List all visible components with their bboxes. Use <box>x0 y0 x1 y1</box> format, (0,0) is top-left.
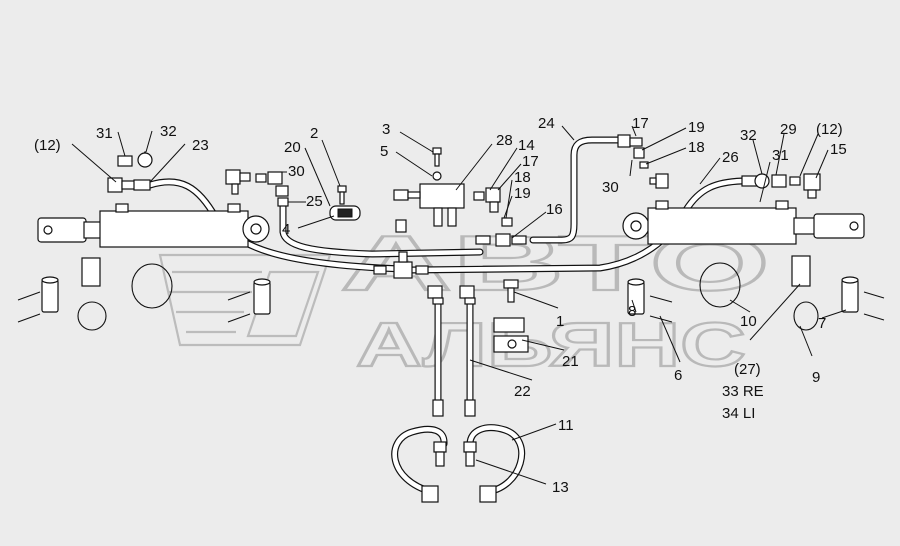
callout-19-center: 19 <box>514 185 531 202</box>
callout-19-right: 19 <box>688 119 705 136</box>
tee-fitting <box>393 261 413 279</box>
callout-4: 4 <box>282 221 290 238</box>
elbow-12-left <box>107 177 123 193</box>
elbow-15 <box>803 173 821 191</box>
callout-7: 7 <box>818 315 826 332</box>
callout-1: 1 <box>556 313 564 330</box>
callout-24: 24 <box>538 115 555 132</box>
callout-18-right: 18 <box>688 139 705 156</box>
callout-33-re: 33 RE <box>722 383 764 400</box>
callout-labels: (12) 31 32 23 2 20 30 25 4 3 5 28 14 17 … <box>34 115 847 496</box>
callout-21: 21 <box>562 353 579 370</box>
coupler-13-left <box>433 441 447 453</box>
callout-22: 22 <box>514 383 531 400</box>
callout-11: 11 <box>558 417 574 434</box>
fittings <box>107 134 821 503</box>
callout-30-right: 30 <box>602 179 619 196</box>
callout-31-right: 31 <box>772 147 789 164</box>
callout-3: 3 <box>382 121 390 138</box>
callout-23: 23 <box>192 137 209 154</box>
callout-31-left: 31 <box>96 125 113 142</box>
callout-20: 20 <box>284 139 301 156</box>
callout-5: 5 <box>380 143 388 160</box>
callout-2: 2 <box>310 125 318 142</box>
callout-28: 28 <box>496 132 513 149</box>
callout-16: 16 <box>546 201 563 218</box>
callout-26: 26 <box>722 149 739 166</box>
callout-30-left: 30 <box>288 163 305 180</box>
loose-parts <box>17 255 885 331</box>
watermark-logo <box>158 253 332 347</box>
callout-15: 15 <box>830 141 847 158</box>
callout-32-right: 32 <box>740 127 757 144</box>
callout-18-center: 18 <box>514 169 531 186</box>
left-cylinder <box>37 203 270 248</box>
callout-17-right: 17 <box>632 115 649 132</box>
callout-6: 6 <box>674 367 682 384</box>
fitting-31-left <box>117 155 133 167</box>
callout-8: 8 <box>628 303 636 320</box>
coupler-13-right <box>463 441 477 453</box>
fitting-29 <box>771 174 787 188</box>
callout-32-left: 32 <box>160 123 177 140</box>
callout-10: 10 <box>740 313 757 330</box>
callout-29: 29 <box>780 121 797 138</box>
callout-17-center: 17 <box>522 153 539 170</box>
callout-27: (27) <box>734 361 761 378</box>
right-cylinder <box>622 200 865 245</box>
clamp-21-top <box>493 317 525 333</box>
callout-34-li: 34 LI <box>722 405 755 422</box>
callout-13: 13 <box>552 479 569 496</box>
callout-25: 25 <box>306 193 323 210</box>
callout-9: 9 <box>812 369 820 386</box>
watermark-line2: АЛЬЯНС <box>356 311 746 380</box>
callout-12-right: (12) <box>816 121 843 138</box>
leader-lines <box>71 125 847 485</box>
callout-14: 14 <box>518 137 535 154</box>
callout-12-left: (12) <box>34 137 61 154</box>
